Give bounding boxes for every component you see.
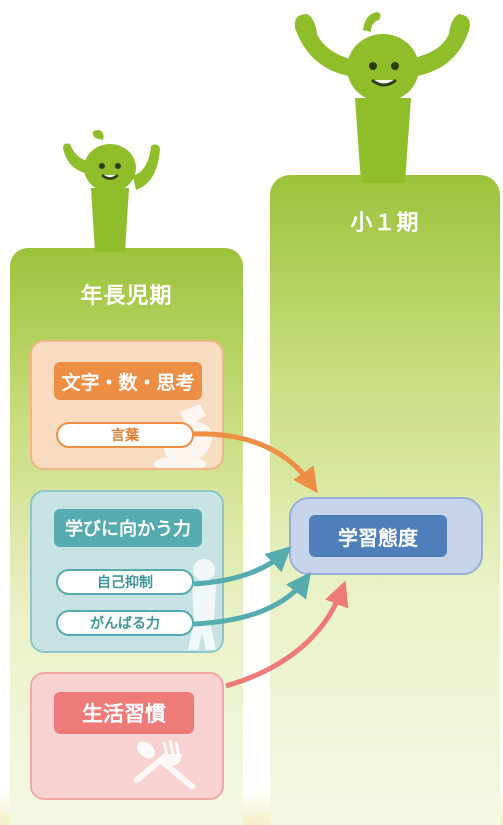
arrow-self-control-to-attitude [193,546,292,587]
target-learning-attitude-box: 学習態度 [289,497,483,575]
arrow-language-to-attitude [193,431,318,494]
figure-icon [188,559,216,650]
group-learning-attitude: 学びに向かう力 自己抑制 がんばる力 [30,490,224,653]
group-header-literacy: 文字・数・思考 [54,362,202,400]
group-daily-habits: 生活習慣 [30,672,224,800]
pill-perseverance: がんばる力 [56,610,194,636]
mascot-large-icon [294,12,470,183]
group-header-learning: 学びに向かう力 [54,509,202,547]
target-label: 学習態度 [309,515,447,557]
fork-spoon-icon [133,739,196,790]
arrow-habits-to-attitude [225,580,349,689]
pill-language: 言葉 [56,422,194,448]
pill-self-control: 自己抑制 [56,569,194,595]
mascot-small-icon [63,130,160,252]
column-title-first-grade: 小１期 [350,211,420,236]
group-header-habits: 生活習慣 [54,692,194,734]
arrow-perseverance-to-attitude [193,572,312,627]
column-title-kindergarten: 年長児期 [80,284,173,309]
